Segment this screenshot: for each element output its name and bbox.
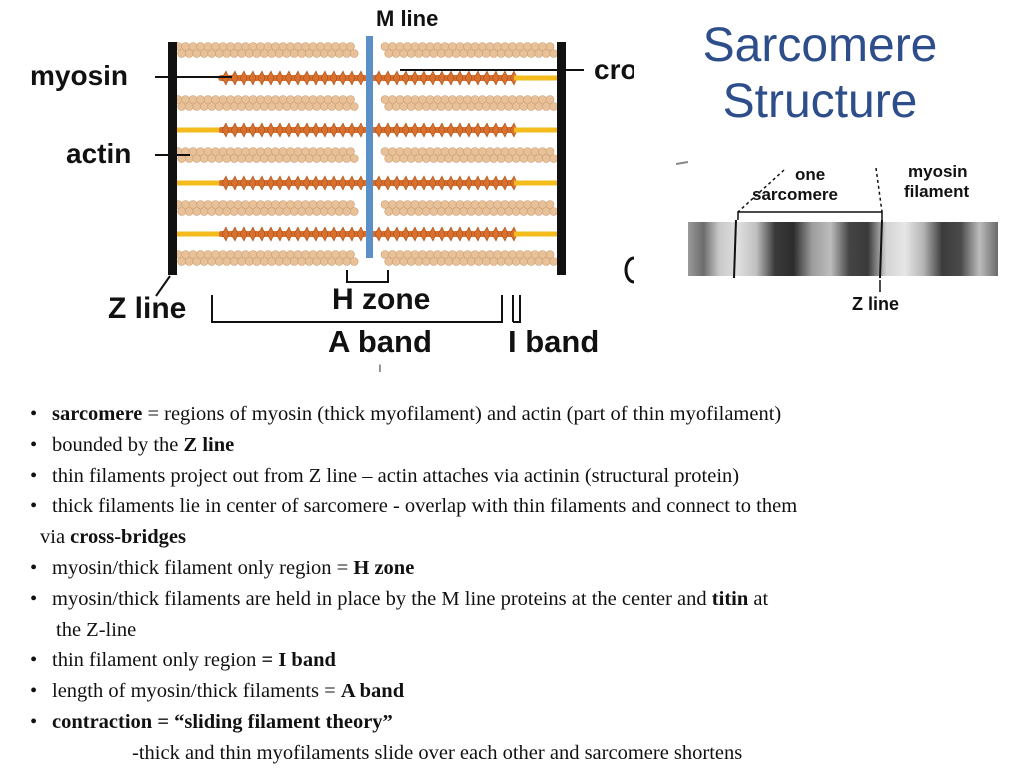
bullet-item: •contraction = “sliding filament theory”: [30, 707, 1000, 738]
micrograph-z-line-left: [733, 219, 737, 279]
a-band-bracket: [211, 295, 503, 323]
z-line-left: [168, 42, 177, 275]
z-line-label: Z line: [108, 292, 187, 325]
bullet-glyph: •: [30, 464, 38, 487]
actin-filament: [380, 95, 559, 111]
link-left: [177, 180, 219, 186]
title-line-1: Sarcomere: [702, 19, 938, 72]
bullet-continuation: the Z-line: [56, 618, 137, 641]
bullet-glyph: •: [30, 710, 38, 733]
m-line: [366, 36, 373, 258]
actin-filament: [380, 250, 559, 266]
one-sarcomere-pointer-left: [737, 169, 785, 213]
link-right: [514, 75, 557, 81]
actin-filaments: [173, 42, 559, 266]
i-band-label: I band: [508, 324, 600, 359]
myosin-label: myosin: [30, 60, 129, 91]
actin-filament: [380, 200, 559, 216]
bullet-item: •sarcomere = regions of myosin (thick my…: [30, 399, 1000, 430]
actin-filament: [173, 200, 359, 216]
cross-bridges-label: cro: [594, 54, 634, 85]
myosin-filament-label-2: filament: [904, 182, 970, 201]
actin-filament: [173, 147, 359, 163]
z-line-right: [557, 42, 566, 275]
z-line-pointer: [155, 275, 171, 297]
bullet-glyph: •: [30, 556, 38, 579]
micrograph-z-line-label: Z line: [852, 294, 900, 314]
slide-title: Sarcomere Structure: [660, 18, 980, 130]
actin-filament: [380, 147, 559, 163]
bullet-glyph: •: [30, 495, 38, 518]
bullet-item: •myosin/thick filament only region = H z…: [30, 553, 1000, 584]
one-sarcomere-label-1: one: [795, 165, 826, 184]
sarcomere-micrograph: [676, 161, 998, 292]
h-zone-bracket: [346, 270, 389, 283]
one-sarcomere-pointer-right: [875, 167, 883, 213]
actin-filament: [173, 250, 359, 266]
bullet-sub-item: -thick and thin myofilaments slide over …: [132, 741, 743, 764]
bullet-continuation: via cross-bridges: [40, 526, 186, 549]
bullet-glyph: •: [30, 403, 38, 425]
myosin-filament-label-1: myosin: [908, 162, 968, 181]
link-left: [177, 127, 219, 133]
i-band-bracket: [512, 295, 521, 323]
bullet-item: •bounded by the Z line: [30, 430, 1000, 461]
bullet-item: •myosin/thick filaments are held in plac…: [30, 584, 1000, 615]
bullet-item: •thin filament only region = I band: [30, 645, 1000, 676]
title-line-2: Structure: [722, 75, 918, 128]
m-line-label: M line: [376, 6, 439, 31]
small-glyph: ı: [378, 359, 382, 375]
bullet-item: •thick filaments lie in center of sarcom…: [30, 491, 1000, 522]
link-right: [514, 231, 557, 237]
micrograph-image: [688, 222, 998, 276]
bullet-glyph: •: [30, 680, 38, 703]
link-right: [514, 180, 557, 186]
sarcomere-diagram: ı: [155, 36, 635, 375]
bullet-glyph: •: [30, 433, 38, 456]
bullet-item: •length of myosin/thick filaments = A ba…: [30, 676, 1000, 707]
micrograph-z-line-right: [879, 219, 883, 279]
cropped-shape: [624, 256, 635, 284]
actin-filament: [173, 95, 359, 111]
link-left: [177, 231, 219, 237]
actin-filament: [173, 42, 359, 58]
bullet-glyph: •: [30, 587, 38, 610]
one-sarcomere-bracket: [737, 211, 883, 220]
one-sarcomere-label-2: sarcomere: [752, 185, 839, 204]
bullet-list: •sarcomere = regions of myosin (thick my…: [30, 399, 1000, 769]
h-zone-label: H zone: [332, 283, 431, 316]
actin-label: actin: [66, 138, 132, 169]
cross-bridge-links: [177, 75, 557, 237]
actin-filament: [380, 42, 559, 58]
bullet-glyph: •: [30, 649, 38, 672]
a-band-label: A band: [328, 324, 432, 359]
bullet-item: •thin filaments project out from Z line …: [30, 461, 1000, 492]
micro-corner-mark: [676, 161, 689, 165]
link-right: [514, 127, 557, 133]
